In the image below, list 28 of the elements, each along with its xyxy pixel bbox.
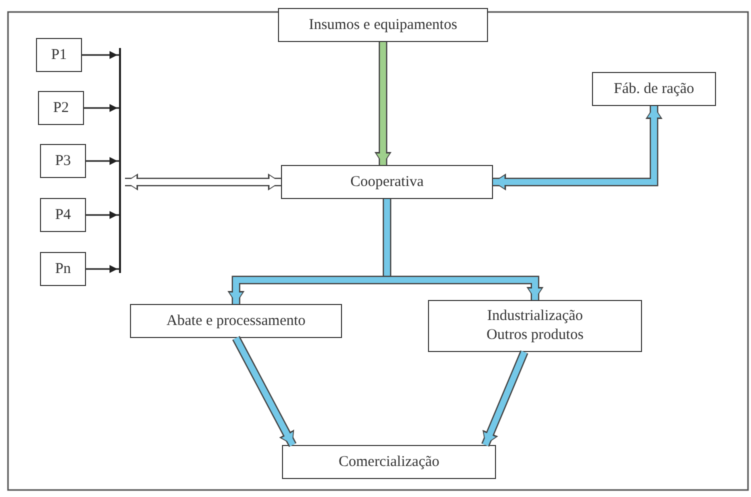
process-box (281, 165, 493, 199)
process-box (40, 252, 86, 286)
process-box (36, 38, 82, 72)
node-label: Insumos e equipamentos (308, 16, 458, 34)
node-label: Industrialização (487, 307, 583, 326)
process-box (428, 300, 642, 352)
arrow (86, 211, 119, 219)
node-label: P4 (55, 206, 71, 224)
node-label: Abate e processamento (166, 312, 306, 330)
process-box (130, 304, 342, 338)
process-box (282, 445, 496, 479)
arrow (86, 265, 119, 273)
arrow (86, 157, 119, 165)
process-box (38, 91, 84, 125)
process-box (40, 144, 86, 178)
node-label: Fáb. de ração (614, 80, 694, 98)
node-label: P2 (53, 98, 69, 118)
process-box (278, 8, 488, 42)
process-box (40, 198, 86, 232)
node-label: Pn (55, 260, 71, 278)
node-label: P1 (51, 46, 67, 64)
arrow (82, 51, 119, 59)
arrow (84, 104, 119, 112)
process-box (592, 72, 716, 106)
node-label: P3 (55, 152, 71, 170)
node-label: Comercialização (338, 452, 440, 472)
node-label: Outros produtos (486, 326, 584, 345)
node-label: Cooperativa (350, 172, 424, 192)
